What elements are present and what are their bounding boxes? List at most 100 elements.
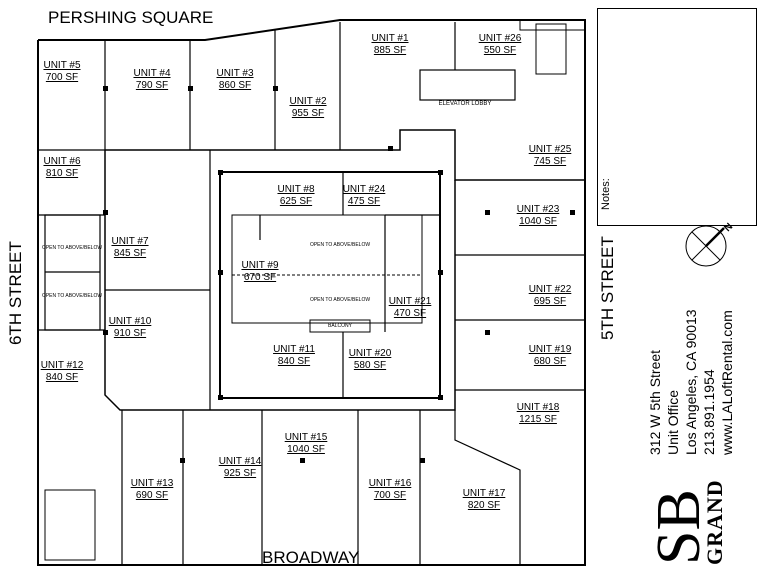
- unit-area: 695 SF: [533, 296, 567, 307]
- unit-name: UNIT #10: [108, 316, 152, 327]
- unit-name: UNIT #1: [371, 33, 409, 44]
- unit-area: 1040 SF: [287, 444, 325, 455]
- sb-grand-logo: SB GRAND: [645, 479, 727, 565]
- open-label: OPEN TO ABOVE/BELOW: [41, 245, 103, 251]
- unit-area: 955 SF: [291, 108, 325, 119]
- elevator-lobby-label: ELEVATOR LOBBY: [438, 101, 492, 107]
- unit-name: UNIT #15: [284, 432, 328, 443]
- phone: 213.891.1954: [701, 369, 717, 455]
- columns: [103, 86, 575, 463]
- unit-name: UNIT #17: [462, 488, 506, 499]
- logo-word: GRAND: [702, 479, 727, 565]
- unit-area: 690 SF: [135, 490, 169, 501]
- unit-name: UNIT #9: [241, 260, 279, 271]
- elevator-lobby: [419, 69, 516, 101]
- unit-area: 625 SF: [279, 196, 313, 207]
- website-link[interactable]: www.LALoftRental.com: [719, 310, 735, 455]
- unit-area: 680 SF: [533, 356, 567, 367]
- unit-name: UNIT #7: [111, 236, 149, 247]
- unit-name: UNIT #20: [348, 348, 392, 359]
- unit-area: 1215 SF: [519, 414, 557, 425]
- contact-info: 312 W 5th Street Unit Office Los Angeles…: [646, 309, 736, 455]
- unit-area: 910 SF: [113, 328, 147, 339]
- unit-name: UNIT #14: [218, 456, 262, 467]
- courtyard: [219, 171, 441, 399]
- unit-area: 670 SF: [243, 272, 277, 283]
- unit-area: 550 SF: [483, 45, 517, 56]
- unit-name: UNIT #11: [273, 344, 315, 355]
- unit-area: 790 SF: [135, 80, 169, 91]
- unit-area: 820 SF: [467, 500, 501, 511]
- open-label: OPEN TO ABOVE/BELOW: [41, 293, 103, 299]
- unit-name: UNIT #2: [289, 96, 327, 107]
- unit-area: 580 SF: [353, 360, 387, 371]
- unit-area: 475 SF: [347, 196, 381, 207]
- open-label: OPEN TO ABOVE/BELOW: [309, 297, 371, 303]
- notes-label: Notes:: [600, 178, 612, 210]
- unit-area: 745 SF: [533, 156, 567, 167]
- unit-name: UNIT #19: [528, 344, 572, 355]
- street-left: 6TH STREET: [6, 241, 25, 345]
- unit-area: 860 SF: [218, 80, 252, 91]
- unit-name: UNIT #22: [528, 284, 572, 295]
- balcony-label: BALCONY: [328, 323, 352, 329]
- unit-area: 1040 SF: [519, 216, 557, 227]
- unit-name: UNIT #26: [478, 33, 522, 44]
- street-top: PERSHING SQUARE: [48, 8, 214, 27]
- open-label: OPEN TO ABOVE/BELOW: [309, 242, 371, 248]
- unit-name: UNIT #23: [516, 204, 560, 215]
- unit-area: 925 SF: [223, 468, 257, 479]
- unit-name: UNIT #3: [216, 68, 254, 79]
- stairs: [44, 489, 96, 561]
- unit-area: 700 SF: [373, 490, 407, 501]
- unit-name: UNIT #13: [130, 478, 174, 489]
- unit-name: UNIT #12: [40, 360, 84, 371]
- unit-area: 810 SF: [45, 168, 79, 179]
- unit-name: UNIT #24: [342, 184, 386, 195]
- unit-area: 885 SF: [373, 45, 407, 56]
- office-line: Unit Office: [665, 389, 681, 455]
- unit-area: 840 SF: [277, 356, 311, 367]
- unit-name: UNIT #21: [388, 296, 432, 307]
- unit-name: UNIT #8: [277, 184, 315, 195]
- unit-name: UNIT #16: [368, 478, 412, 489]
- unit-name: UNIT #4: [133, 68, 171, 79]
- address-line: 312 W 5th Street: [647, 349, 663, 455]
- street-right: 5TH STREET: [598, 236, 617, 340]
- outer-wall: [37, 19, 586, 566]
- unit-name: UNIT #18: [516, 402, 560, 413]
- unit-name: UNIT #6: [43, 156, 81, 167]
- stairs: [535, 23, 567, 75]
- north-arrow-icon: [685, 225, 727, 267]
- street-bottom: BROADWAY: [262, 548, 360, 567]
- unit-area: 845 SF: [113, 248, 147, 259]
- notes-box[interactable]: [597, 8, 757, 226]
- unit-name: UNIT #25: [528, 144, 572, 155]
